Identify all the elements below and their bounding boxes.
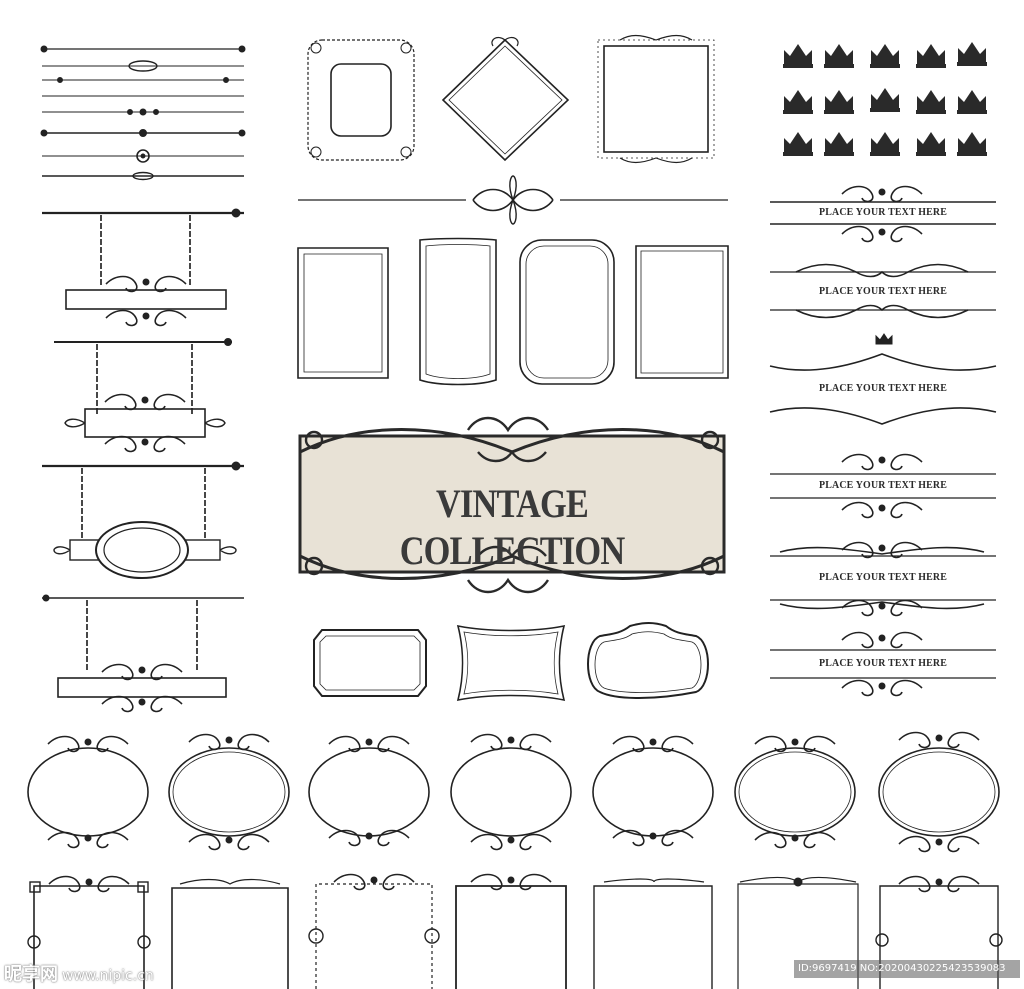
center-flourish-divider (298, 175, 728, 225)
crown-icon-grid (783, 42, 987, 156)
watermark-url: www.nipic.cn (62, 968, 154, 984)
oval-frames-row (27, 731, 1000, 853)
vintage-banner (298, 416, 726, 594)
small-frames-row (313, 622, 709, 702)
ribbon-text-4: PLACE YOUR TEXT HERE (818, 479, 948, 491)
ornate-frames-top (307, 34, 715, 164)
dividers-group (40, 45, 246, 181)
ribbon-text-5: PLACE YOUR TEXT HERE (818, 571, 948, 583)
watermark-id: ID:9697419 NO:20200430225423539083 (794, 960, 1020, 978)
bottom-frames-row (27, 873, 1003, 989)
ribbon-text-1: PLACE YOUR TEXT HERE (818, 206, 948, 218)
banner-title: VINTAGE COLLECTION (399, 481, 625, 573)
label-frames-row (297, 237, 729, 386)
watermark-site-name: 昵享网 (4, 964, 58, 985)
ribbon-text-6: PLACE YOUR TEXT HERE (818, 657, 948, 669)
text-ribbons-column (769, 185, 997, 697)
hanging-signs-group (42, 208, 244, 713)
ribbon-text-3: PLACE YOUR TEXT HERE (818, 382, 948, 394)
ribbon-text-2: PLACE YOUR TEXT HERE (818, 285, 948, 297)
